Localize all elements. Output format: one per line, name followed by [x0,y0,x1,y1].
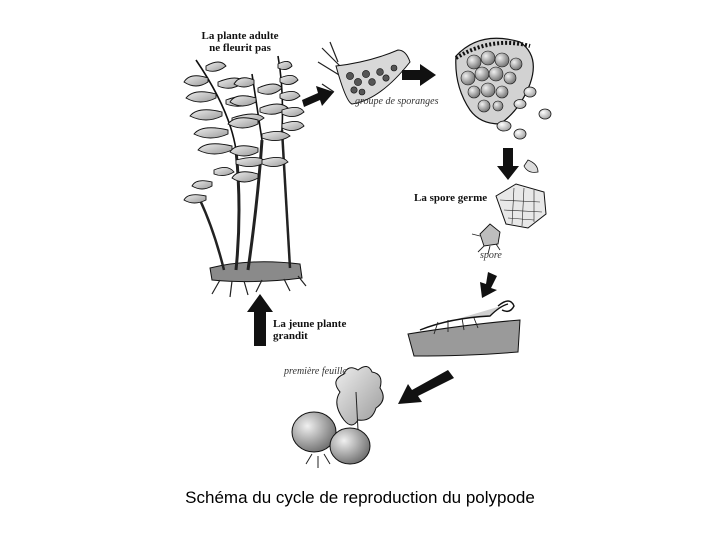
arrow-spores-down [497,148,519,180]
spore-germ-label: La spore germe [414,192,487,204]
young-plant-label-line2: grandit [273,330,308,342]
adult-plant-label-line2: ne fleurit pas [209,42,271,54]
sporangium-illustration [454,37,552,140]
adult-fern-illustration [183,55,307,298]
adult-plant-label: La plante adulte ne fleurit pas [201,30,278,54]
first-leaf-label: première feuille [283,366,347,377]
young-plant-label: La jeune plante grandit [273,318,346,342]
arrow-sporangia-to-closeup [402,64,436,86]
sporangia-group-label: groupe de sporanges [355,96,439,107]
diagram-caption: Schéma du cycle de reproduction du polyp… [185,488,535,507]
sporangia-group-illustration [317,41,411,105]
arrow-plant-to-sporangia [302,86,334,107]
spore-label: spore [480,250,502,261]
arrow-germ-to-prothallus [480,272,497,298]
arrow-young-plant-up [247,294,273,346]
young-plant-label-line1: La jeune plante [273,318,346,330]
arrow-prothallus-to-first-leaf [398,370,454,404]
adult-plant-label-line1: La plante adulte [201,30,278,42]
first-leaf-illustration [291,366,384,468]
germinating-spore-illustration [471,159,547,255]
prothallus-illustration [407,300,521,357]
